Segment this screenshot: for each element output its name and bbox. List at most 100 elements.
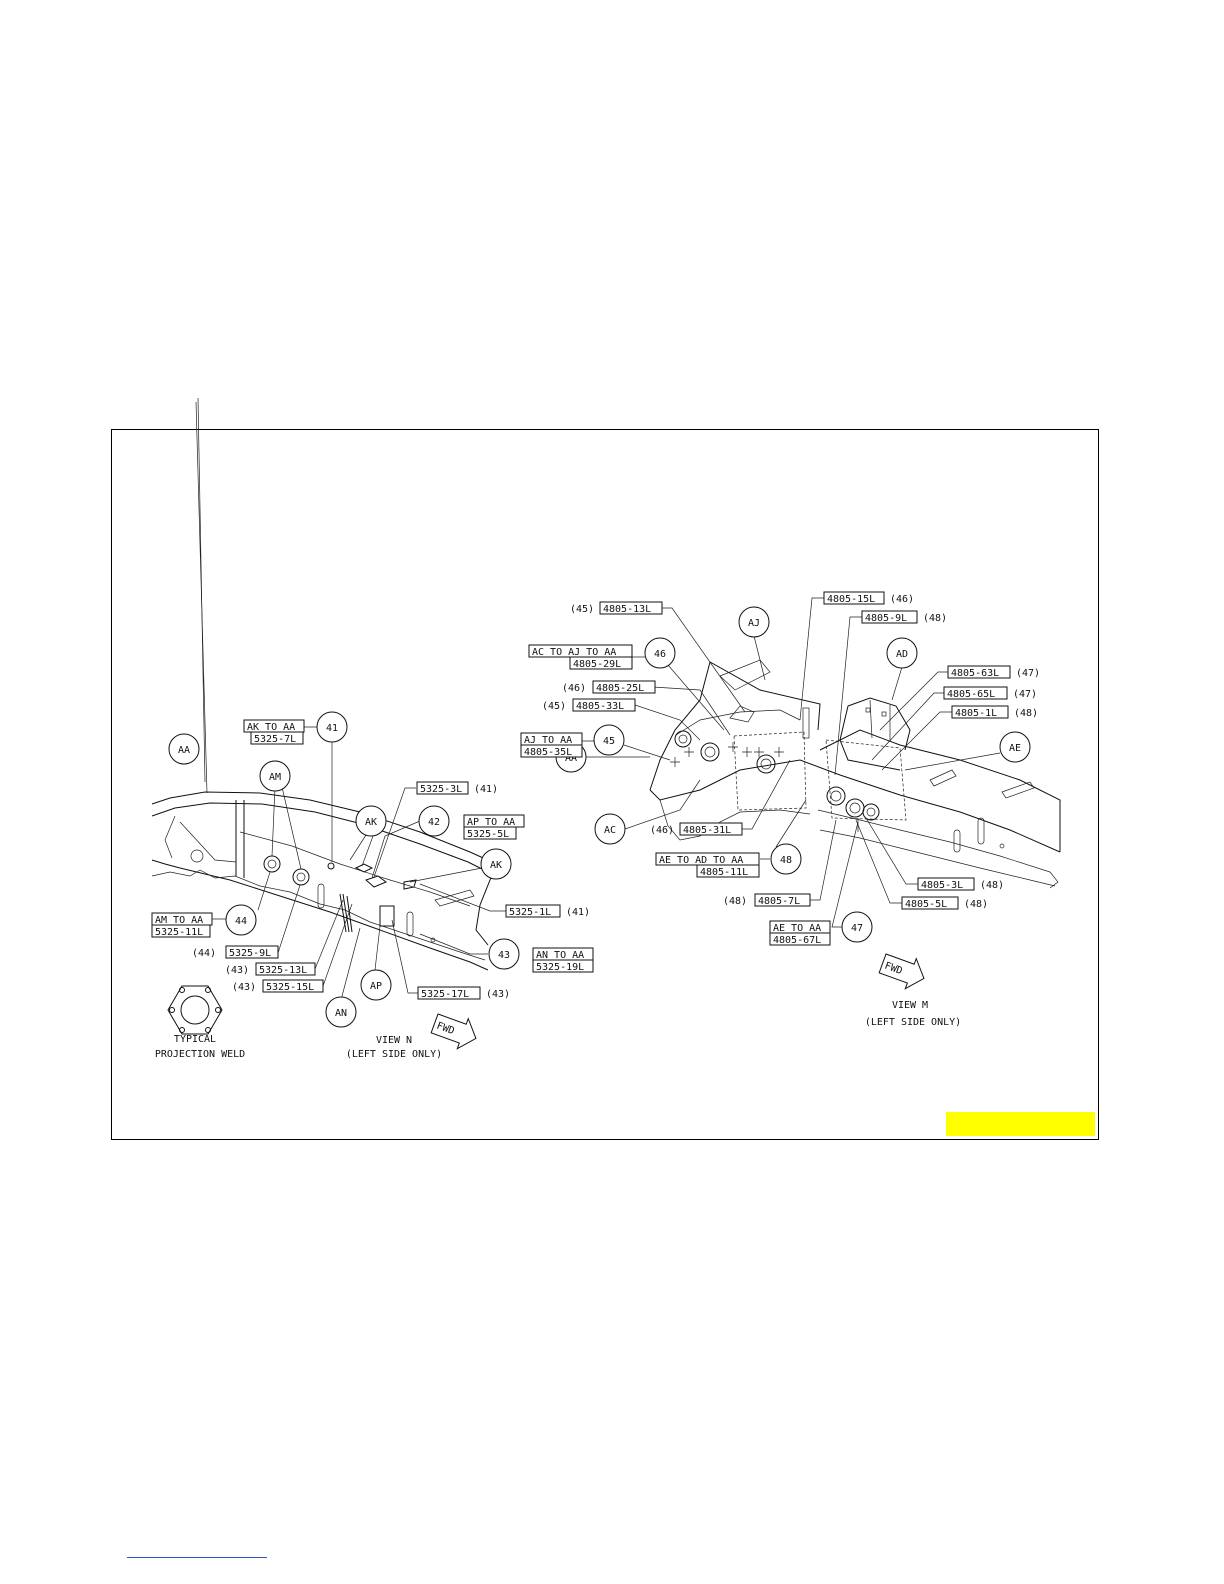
svg-text:(41): (41): [474, 784, 498, 795]
svg-text:4805-31L: 4805-31L: [683, 825, 731, 836]
view-n-caption: VIEW N (LEFT SIDE ONLY) FWD: [346, 1013, 477, 1060]
label-4805-7l: (48) 4805-7L: [723, 893, 811, 907]
highlight-box: [946, 1112, 1095, 1136]
label-4805-3l: 4805-3L(48): [917, 877, 1004, 891]
callout-ak-1: AK: [355, 805, 387, 837]
svg-text:4805-33L: 4805-33L: [576, 701, 624, 712]
svg-text:4805-15L: 4805-15L: [827, 594, 875, 605]
svg-text:(47): (47): [1016, 668, 1040, 679]
view-m-labels: (45)4805-13L 4805-15L(46) 4805-9L(48) AC…: [520, 591, 1040, 946]
label-4805-63l: 4805-63L (47): [947, 665, 1040, 679]
svg-text:AE TO AA: AE TO AA: [773, 923, 821, 934]
callout-44: 44: [225, 904, 257, 936]
svg-text:5325-15L: 5325-15L: [266, 982, 314, 993]
svg-text:AE: AE: [1009, 743, 1021, 754]
svg-text:AK: AK: [365, 817, 377, 828]
callout-aa-left: AA: [168, 733, 200, 765]
svg-text:AA: AA: [178, 745, 190, 756]
svg-text:AA: AA: [565, 753, 577, 764]
label-aj-to-aa: AJ TO AA 4805-35L: [520, 732, 583, 758]
svg-text:AP TO AA: AP TO AA: [467, 817, 515, 828]
svg-text:45: 45: [603, 736, 615, 747]
svg-text:4805-63L: 4805-63L: [951, 668, 999, 679]
svg-text:(43): (43): [486, 989, 510, 1000]
label-ac-to-aj-to-aa: AC TO AJ TO AA 4805-29L: [528, 644, 633, 670]
view-m-callouts: AJ 46 AD 45 AE AA AC 48 47: [555, 606, 1031, 943]
svg-text:41: 41: [326, 723, 338, 734]
callout-45: 45: [593, 724, 625, 756]
callout-ap: AP: [360, 969, 392, 1001]
svg-text:4805-29L: 4805-29L: [573, 659, 621, 670]
view-m-leaders: [582, 597, 1001, 928]
callout-am: AM: [259, 760, 291, 792]
svg-text:AM: AM: [269, 772, 281, 783]
footer-link-underline[interactable]: [127, 1557, 267, 1558]
svg-text:AJ: AJ: [748, 618, 760, 629]
svg-text:44: 44: [235, 916, 247, 927]
label-an-to-aa: AN TO AA 5325-19L: [532, 947, 594, 973]
svg-text:48: 48: [780, 855, 792, 866]
svg-text:4805-13L: 4805-13L: [603, 604, 651, 615]
svg-text:(48): (48): [723, 896, 747, 907]
svg-text:AC TO AJ TO AA: AC TO AJ TO AA: [532, 647, 616, 658]
svg-text:(44): (44): [192, 948, 216, 959]
svg-text:5325-13L: 5325-13L: [259, 965, 307, 976]
svg-text:(45): (45): [570, 604, 594, 615]
svg-text:5325-17L: 5325-17L: [421, 989, 469, 1000]
svg-text:42: 42: [428, 817, 440, 828]
callout-an: AN: [325, 996, 357, 1028]
svg-text:4805-11L: 4805-11L: [700, 867, 748, 878]
svg-text:5325-7L: 5325-7L: [254, 734, 296, 745]
callout-42: 42: [418, 805, 450, 837]
label-ak-to-aa: AK TO AA 5325-7L: [243, 719, 305, 745]
label-4805-33l: (45) 4805-33L: [542, 698, 636, 712]
svg-text:AN TO AA: AN TO AA: [536, 950, 584, 961]
label-am-to-aa: AM TO AA 5325-11L: [151, 912, 213, 938]
svg-text:4805-25L: 4805-25L: [596, 683, 644, 694]
svg-text:AE TO AD TO AA: AE TO AD TO AA: [659, 855, 743, 866]
svg-text:4805-7L: 4805-7L: [758, 896, 800, 907]
view-n-subtitle: (LEFT SIDE ONLY): [346, 1049, 442, 1060]
svg-text:(48): (48): [1014, 708, 1038, 719]
svg-text:FWD: FWD: [435, 1021, 456, 1038]
view-n-labels: AK TO AA 5325-7L 5325-3L(41) AP TO AA 53…: [151, 719, 594, 1000]
svg-text:5325-11L: 5325-11L: [155, 927, 203, 938]
svg-text:AC: AC: [604, 825, 616, 836]
label-5325-17l: 5325-17L (43): [417, 986, 510, 1000]
label-5325-3l: 5325-3L(41): [416, 781, 498, 795]
svg-text:4805-5L: 4805-5L: [905, 899, 947, 910]
svg-text:(46): (46): [650, 825, 674, 836]
label-5325-1l: 5325-1L (41): [505, 904, 590, 918]
label-4805-1l: 4805-1L (48): [951, 705, 1038, 719]
label-4805-13l: (45) 4805-13L: [570, 601, 663, 615]
svg-text:5325-1L: 5325-1L: [509, 907, 551, 918]
label-4805-65l: 4805-65L(47): [943, 686, 1037, 700]
callout-41: 41: [316, 711, 348, 743]
callout-ak-2: AK: [480, 848, 512, 880]
label-ae-to-ad-to-aa: AE TO AD TO AA 4805-11L: [655, 852, 760, 878]
svg-text:47: 47: [851, 923, 863, 934]
svg-text:(46): (46): [562, 683, 586, 694]
label-4805-15l: 4805-15L(46): [823, 591, 914, 605]
svg-text:(41): (41): [566, 907, 590, 918]
svg-text:(48): (48): [964, 899, 988, 910]
label-5325-9l: (44)5325-9L: [192, 945, 279, 959]
label-4805-5l: 4805-5L (48): [901, 896, 988, 910]
svg-text:(45): (45): [542, 701, 566, 712]
label-ap-to-aa: AP TO AA 5325-5L: [463, 814, 525, 840]
label-4805-9l: 4805-9L(48): [861, 610, 947, 624]
label-4805-25l: (46) 4805-25L: [562, 680, 656, 694]
svg-text:4805-1L: 4805-1L: [955, 708, 997, 719]
fwd-arrow-n-icon: FWD: [430, 1013, 477, 1050]
typical-projection-weld-nut: TYPICAL PROJECTION WELD: [155, 985, 245, 1060]
svg-text:4805-67L: 4805-67L: [773, 935, 821, 946]
svg-text:4805-35L: 4805-35L: [524, 747, 572, 758]
svg-text:AK: AK: [490, 860, 502, 871]
svg-text:AN: AN: [335, 1008, 347, 1019]
label-ae-to-aa: AE TO AA 4805-67L: [769, 920, 831, 946]
svg-text:(43): (43): [232, 982, 256, 993]
svg-text:AP: AP: [370, 981, 382, 992]
callout-46: 46: [644, 637, 676, 669]
svg-text:(48): (48): [980, 880, 1004, 891]
